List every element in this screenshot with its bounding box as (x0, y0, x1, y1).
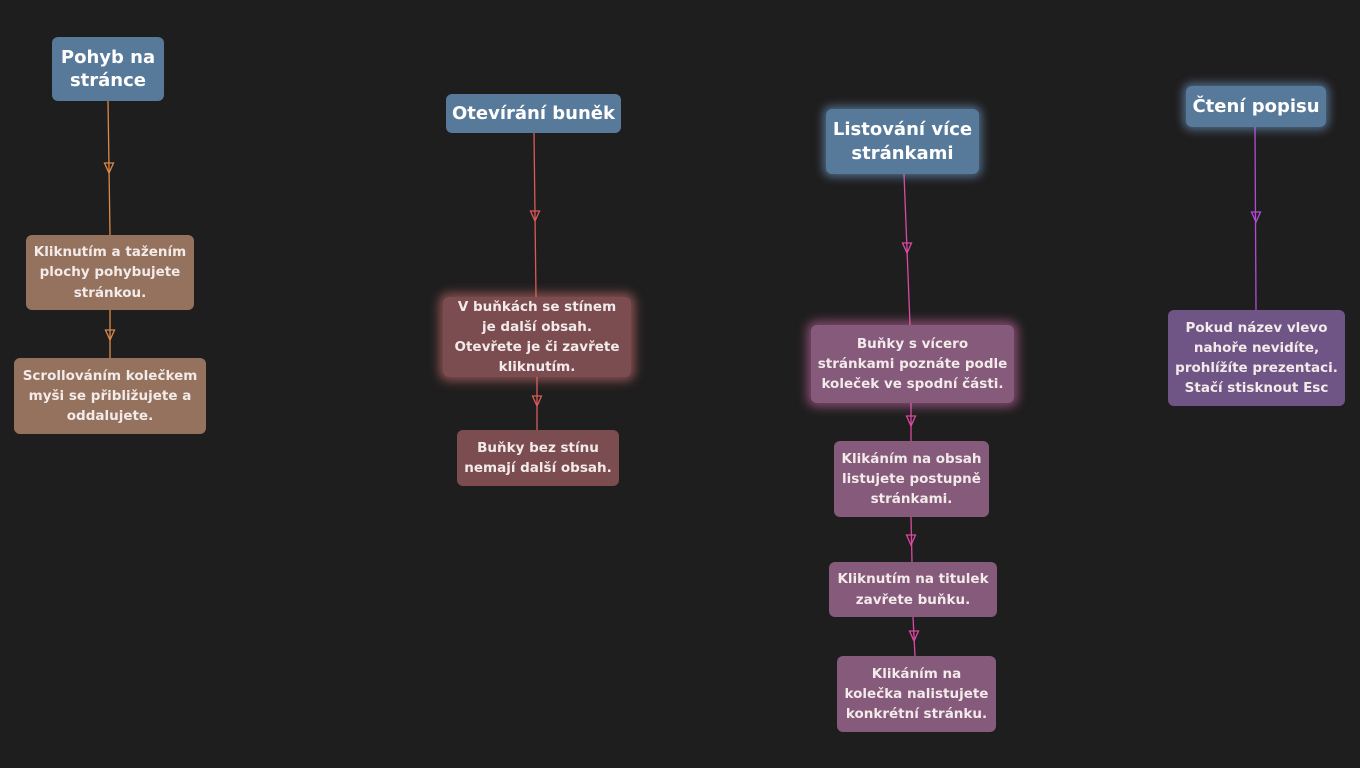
card-text: Buňky s vícero stránkami poznáte podle k… (817, 335, 1008, 393)
card-otevirani-1[interactable]: V buňkách se stínem je další obsah. Otev… (443, 297, 631, 377)
title-otevirani-bunek[interactable]: Otevírání buněk (446, 94, 621, 133)
title-label: Čtení popisu (1192, 95, 1320, 117)
card-text: Buňky bez stínu nemají další obsah. (464, 439, 612, 476)
title-listovani-vice-strankami[interactable]: Listování více stránkami (826, 109, 979, 174)
title-label: Pohyb na stránce (60, 46, 156, 91)
arrow-col3-card3-to-card4 (908, 630, 920, 643)
edge-pohyb-to-card1 (107, 100, 111, 236)
arrow-oteviranibunek-to-card1 (529, 210, 541, 223)
arrow-cteni-to-card1 (1250, 211, 1262, 224)
card-text: V buňkách se stínem je další obsah. Otev… (454, 298, 620, 376)
edge-col3-card2-to-card3 (910, 516, 913, 563)
arrow-col3-card2-to-card3 (905, 534, 917, 547)
arrow-listovani-to-card1 (901, 242, 913, 255)
arrow-card1-to-card2 (104, 329, 116, 342)
edge-col3-card3-to-card4 (912, 616, 916, 657)
title-cteni-popisu[interactable]: Čtení popisu (1186, 86, 1326, 127)
card-listovani-2[interactable]: Klikáním na obsah listujete postupně str… (834, 441, 989, 517)
card-text: Klikáním na kolečka nalistujete konkrétn… (844, 665, 989, 723)
title-label: Otevírání buněk (452, 102, 615, 124)
arrow-pohyb-to-card1 (103, 162, 115, 175)
card-text: Pokud název vlevo nahoře nevidíte, prohl… (1175, 319, 1338, 397)
edge-oteviranibunek-to-card1 (533, 132, 537, 298)
card-listovani-3[interactable]: Kliknutím na titulek zavřete buňku. (829, 562, 997, 617)
card-cteni-1[interactable]: Pokud název vlevo nahoře nevidíte, prohl… (1168, 310, 1345, 406)
arrow-card1-to-card2-col2 (531, 395, 543, 408)
card-listovani-4[interactable]: Klikáním na kolečka nalistujete konkrétn… (837, 656, 996, 732)
title-pohyb-na-strance[interactable]: Pohyb na stránce (52, 37, 164, 101)
card-otevirani-2[interactable]: Buňky bez stínu nemají další obsah. (457, 430, 619, 486)
title-label: Listování více stránkami (832, 119, 973, 164)
card-text: Klikáním na obsah listujete postupně str… (841, 450, 982, 508)
card-text: Scrollováním kolečkem myši se přibližuje… (22, 367, 198, 425)
arrow-col3-card1-to-card2 (905, 415, 917, 428)
card-text: Kliknutím na titulek zavřete buňku. (837, 571, 989, 608)
card-text: Kliknutím a tažením plochy pohybujete st… (33, 244, 187, 301)
edge-listovani-to-card1 (903, 173, 911, 326)
card-pohyb-1[interactable]: Kliknutím a tažením plochy pohybujete st… (26, 235, 194, 310)
card-listovani-1[interactable]: Buňky s vícero stránkami poznáte podle k… (811, 325, 1014, 403)
edge-cteni-to-card1 (1254, 126, 1257, 311)
card-pohyb-2[interactable]: Scrollováním kolečkem myši se přibližuje… (14, 358, 206, 434)
